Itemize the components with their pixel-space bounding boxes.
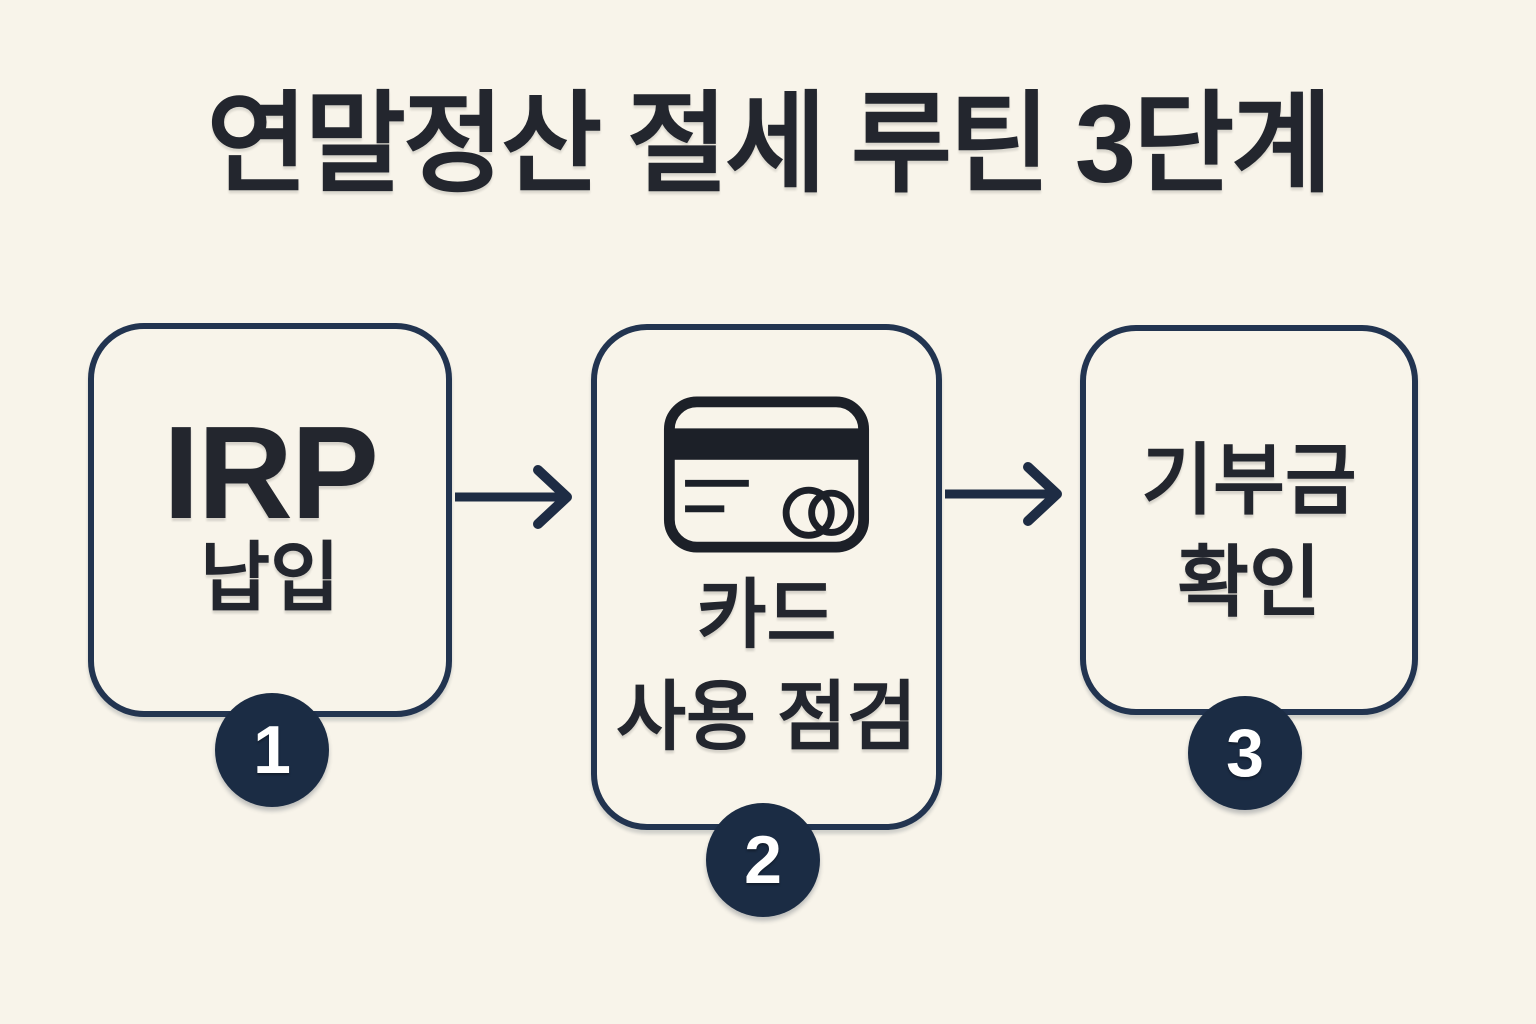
credit-card-icon xyxy=(597,396,936,558)
step-3-main-label: 기부금 xyxy=(1141,436,1357,524)
step-card-3: 기부금 확인 xyxy=(1080,325,1418,715)
step-number-1: 1 xyxy=(253,712,291,788)
arrow-right-icon xyxy=(945,462,1062,526)
step-3-sub-label: 확인 xyxy=(1177,538,1321,626)
page-title: 연말정산 절세 루틴 3단계 xyxy=(206,83,1333,206)
step-2-sub-label: 사용 점검 xyxy=(616,675,917,760)
step-number-badge-2: 2 xyxy=(706,803,820,917)
step-card-1: IRP 납입 xyxy=(88,323,452,717)
step-2-main-label: 카드 xyxy=(696,573,837,658)
step-number-badge-1: 1 xyxy=(215,693,329,807)
arrow-right-icon xyxy=(455,465,572,529)
step-number-badge-3: 3 xyxy=(1188,696,1302,810)
step-1-main-label: IRP xyxy=(162,399,379,546)
step-number-3: 3 xyxy=(1226,715,1264,791)
step-number-2: 2 xyxy=(744,822,782,898)
step-card-2: 카드 사용 점검 xyxy=(591,324,942,830)
step-1-sub-label: 납입 xyxy=(200,536,340,621)
